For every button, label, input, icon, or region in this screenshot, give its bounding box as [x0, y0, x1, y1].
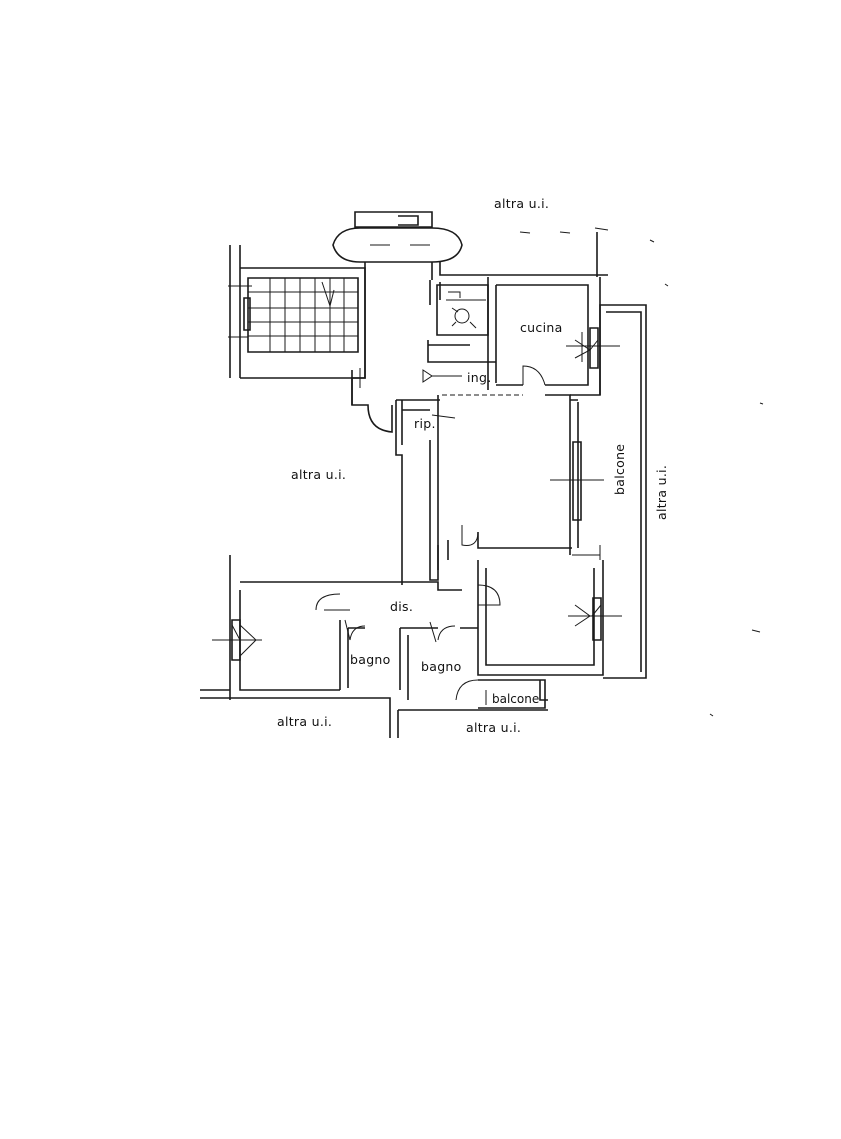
- bedroom-right: [477, 560, 622, 676]
- label-bagno-left: bagno: [350, 652, 391, 667]
- label-altra-ui-center: altra u.i.: [291, 467, 346, 482]
- label-altra-ui-right: altra u.i.: [654, 465, 669, 520]
- bedroom-left: [200, 555, 548, 738]
- label-cucina: cucina: [520, 320, 563, 335]
- label-ing: ing.: [467, 370, 492, 385]
- label-rip: rip.: [414, 416, 436, 431]
- balcony-vertical: [572, 304, 647, 679]
- stray-marks: [519, 227, 764, 717]
- living-room: [461, 394, 604, 555]
- label-altra-ui-top: altra u.i.: [494, 196, 549, 211]
- entry-area: [351, 340, 523, 433]
- stair-block: [228, 245, 366, 379]
- label-balcone-vertical: balcone: [612, 444, 627, 495]
- label-altra-ui-bottom-right: altra u.i.: [466, 720, 521, 735]
- balcony-bottom: [455, 679, 548, 709]
- label-balcone-bottom: balcone: [492, 692, 539, 706]
- label-dis: dis.: [390, 599, 413, 614]
- label-bagno-right: bagno: [421, 659, 462, 674]
- storage-rip: [395, 395, 456, 585]
- entrance-top: [332, 211, 463, 263]
- label-altra-ui-bottom-left: altra u.i.: [277, 714, 332, 729]
- hallway-bathrooms: [240, 540, 478, 700]
